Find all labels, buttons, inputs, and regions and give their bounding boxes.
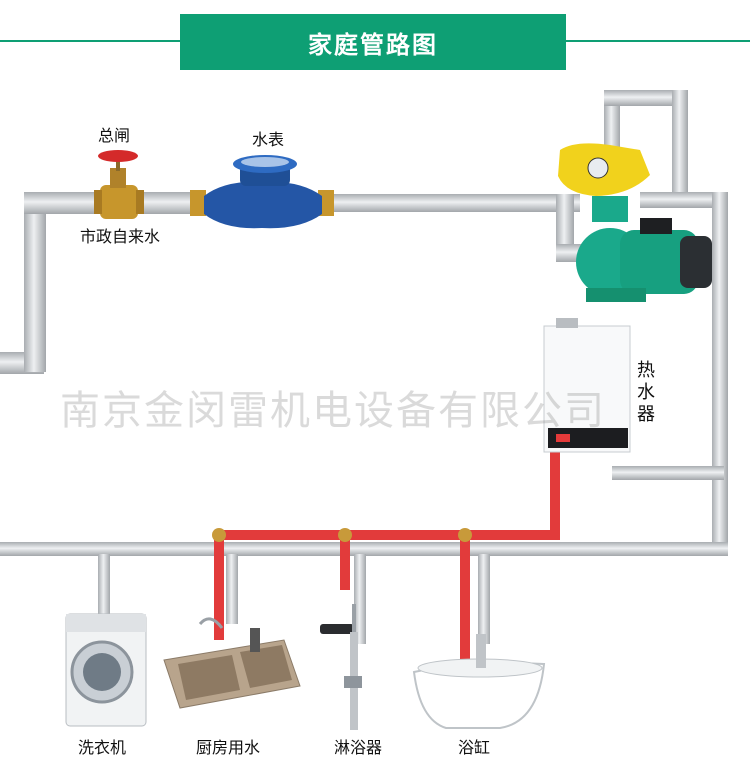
water-heater-label-char: 水 <box>637 382 655 403</box>
bathtub-icon <box>412 634 546 729</box>
title-bar: 家庭管路图 <box>180 14 566 70</box>
kitchen-water-label: 厨房用水 <box>196 738 261 757</box>
water-pump-icon <box>558 143 712 302</box>
page-title: 家庭管路图 <box>308 30 438 59</box>
shower-icon <box>320 604 362 730</box>
company-watermark: 南京金闵雷机电设备有限公司 <box>60 388 606 434</box>
water-meter-label: 水表 <box>252 130 285 149</box>
kitchen-sink-icon <box>163 617 301 709</box>
bathtub-label: 浴缸 <box>458 738 491 757</box>
water-meter-icon <box>190 155 334 229</box>
washing-machine-icon <box>65 613 147 727</box>
right-riser-pipe <box>612 192 728 554</box>
water-heater-label-char: 热 <box>637 360 655 381</box>
water-heater-icon <box>543 318 631 453</box>
inlet-pipe <box>0 192 194 374</box>
cold-distribution-pipe <box>0 542 728 644</box>
main-pipe <box>330 194 596 262</box>
hot-water-pipe <box>212 452 560 670</box>
water-heater-label-char: 器 <box>637 404 655 425</box>
water-heater-label: 热 水 器 <box>636 360 656 426</box>
gate-valve-icon <box>94 150 144 219</box>
municipal-water-label: 市政自来水 <box>80 227 161 246</box>
main-valve-label: 总闸 <box>98 126 131 145</box>
shower-label: 淋浴器 <box>334 738 383 757</box>
washing-machine-label: 洗衣机 <box>78 738 127 757</box>
